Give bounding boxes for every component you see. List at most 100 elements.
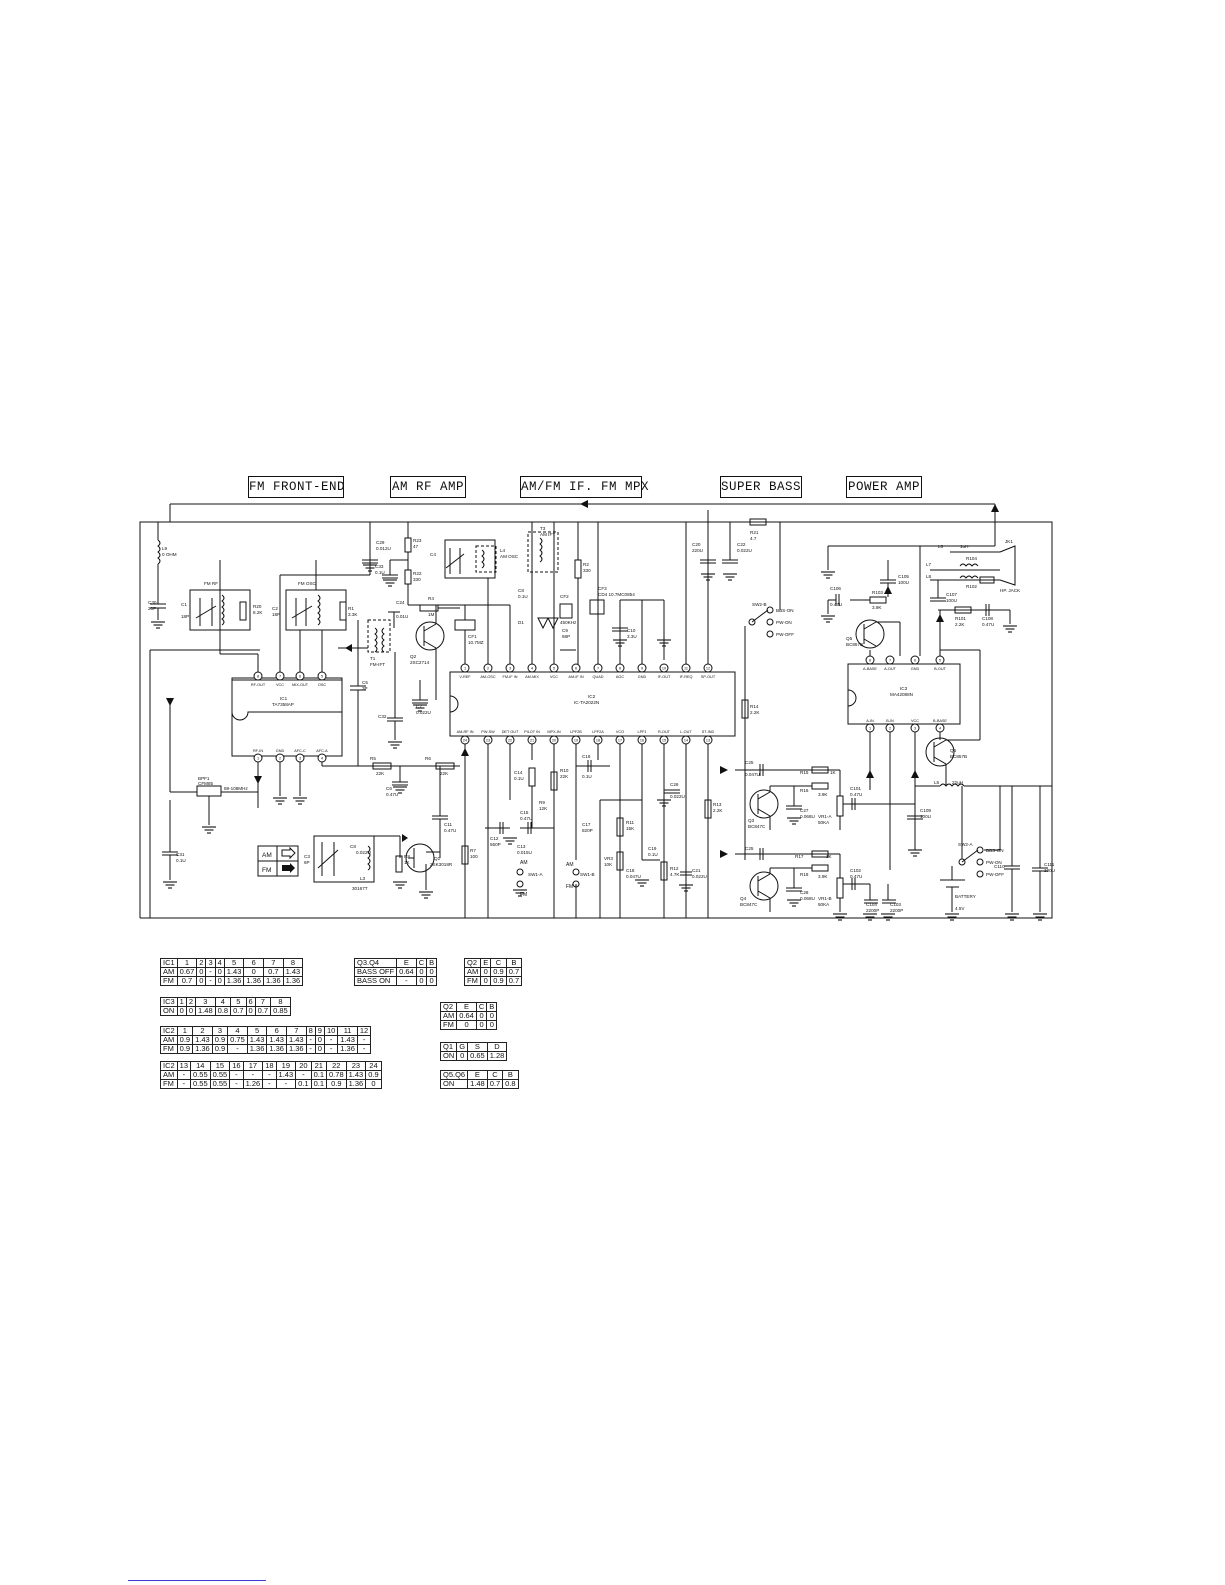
pin-label: ST-IND: [702, 730, 715, 734]
svg-text:C1: C1: [181, 602, 187, 607]
svg-text:0.012U: 0.012U: [376, 546, 391, 551]
svg-text:C101: C101: [850, 786, 861, 791]
pin-number: 4: [321, 757, 323, 761]
svg-text:0.047U: 0.047U: [745, 772, 760, 777]
pin-number: 3: [914, 727, 916, 731]
svg-text:47: 47: [413, 544, 419, 549]
svg-text:FM: FM: [566, 884, 573, 890]
pin-label: B-OUT: [934, 667, 946, 671]
svg-text:L8: L8: [926, 574, 932, 579]
svg-text:0.01U: 0.01U: [396, 614, 408, 619]
pin-number: 5: [321, 675, 323, 679]
pin-label: LPF1: [637, 730, 646, 734]
svg-text:CF2: CF2: [560, 594, 569, 599]
table-cell: -: [229, 1079, 244, 1089]
pin-label: AGC: [616, 675, 624, 679]
pin-label: VCO: [616, 730, 624, 734]
pin-number: 15: [662, 739, 666, 743]
svg-text:IC2: IC2: [588, 694, 596, 699]
svg-text:18P: 18P: [181, 614, 189, 619]
svg-text:100U: 100U: [898, 580, 909, 585]
pin-number: 22: [508, 739, 512, 743]
table-cell: 1.28: [486, 1051, 508, 1061]
svg-text:C26: C26: [670, 782, 679, 787]
table-cell: -: [305, 1044, 316, 1054]
svg-text:12K: 12K: [539, 806, 548, 811]
svg-text:68P: 68P: [562, 634, 570, 639]
svg-text:R15: R15: [800, 770, 809, 775]
pin-label: V-REF: [459, 675, 471, 679]
svg-text:C11: C11: [444, 822, 453, 827]
table-cell: 1.48: [467, 1079, 488, 1089]
pin-number: 4: [939, 727, 941, 731]
svg-text:R6: R6: [425, 756, 431, 761]
svg-text:22K: 22K: [440, 771, 449, 776]
svg-text:BBS-ON: BBS-ON: [986, 848, 1004, 853]
table-cell: FM: [160, 1079, 178, 1089]
table-cell: 0.7: [254, 1006, 272, 1016]
table-cell: 0.9: [490, 976, 507, 986]
svg-text:R14: R14: [750, 704, 759, 709]
svg-text:1K: 1K: [830, 770, 837, 775]
svg-text:C4: C4: [430, 552, 436, 557]
pin-label: A-OUT: [884, 667, 896, 671]
svg-text:R23: R23: [413, 538, 422, 543]
svg-text:C13: C13: [517, 844, 526, 849]
svg-text:C110: C110: [994, 864, 1005, 869]
pin-label: LPF2B: [570, 730, 582, 734]
svg-text:0.1U: 0.1U: [176, 858, 186, 863]
legend-am-label: AM: [262, 852, 272, 859]
table-cell: 1.36: [285, 1044, 307, 1054]
svg-text:R104: R104: [966, 556, 977, 561]
table-cell: FM: [439, 1020, 458, 1030]
svg-text:0.022U: 0.022U: [356, 850, 371, 855]
ic2-outline: [449, 671, 736, 737]
table-cell: 1.36: [223, 976, 245, 986]
svg-text:0.47U: 0.47U: [444, 828, 456, 833]
svg-text:4.5V: 4.5V: [955, 906, 965, 911]
pin-label: AFC-A: [316, 749, 328, 753]
svg-text:VR1-A: VR1-A: [818, 814, 832, 819]
svg-text:T1: T1: [370, 656, 376, 661]
svg-text:C20: C20: [692, 542, 701, 547]
svg-text:C28: C28: [800, 890, 809, 895]
footer-link-underline: [128, 1580, 266, 1581]
svg-text:C102: C102: [850, 868, 861, 873]
svg-text:C16: C16: [582, 754, 591, 759]
table-cell: FM: [463, 976, 482, 986]
table-cell: -: [205, 976, 216, 986]
table-cell: 0: [185, 1006, 197, 1016]
svg-text:R102: R102: [966, 584, 977, 589]
svg-text:2.2K: 2.2K: [955, 622, 965, 627]
pin-number: 12: [706, 667, 710, 671]
svg-text:R2: R2: [583, 562, 589, 567]
svg-text:C22: C22: [737, 542, 746, 547]
svg-text:BPF1: BPF1: [198, 776, 210, 781]
svg-text:R13: R13: [713, 802, 722, 807]
svg-text:Q5: Q5: [846, 636, 853, 641]
table-cell: FM: [160, 1044, 178, 1054]
svg-text:0.1U: 0.1U: [582, 774, 592, 779]
table-cell: 0: [456, 1051, 469, 1061]
pin-label: GND: [276, 749, 285, 753]
pin-number: 5: [939, 659, 941, 663]
pin-number: 4: [531, 667, 533, 671]
svg-text:R9: R9: [539, 800, 545, 805]
table-cell: 0: [176, 1006, 187, 1016]
svg-text:100U: 100U: [920, 814, 931, 819]
table-cell: 0.55: [209, 1079, 231, 1089]
pin-number: 2: [279, 757, 281, 761]
svg-text:0.47U: 0.47U: [386, 792, 398, 797]
pin-label: GND: [638, 675, 647, 679]
svg-text:C106: C106: [830, 586, 841, 591]
pin-number: 8: [619, 667, 621, 671]
pin-number: 6: [299, 675, 301, 679]
table-cell: 0.1: [295, 1079, 312, 1089]
